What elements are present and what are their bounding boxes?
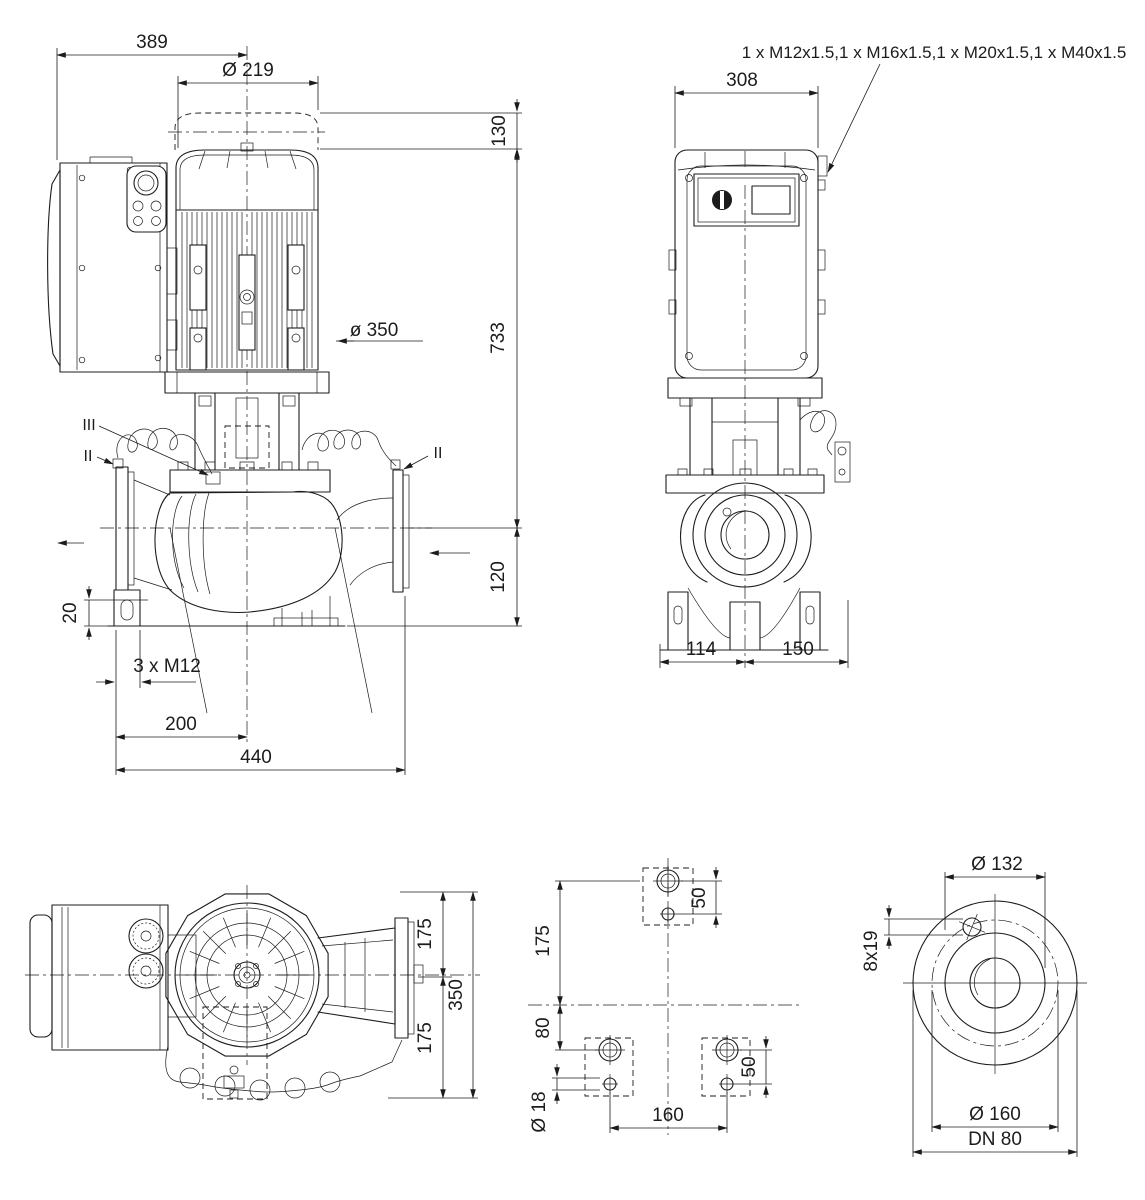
dim-120: 120 bbox=[488, 561, 509, 593]
dim-308: 308 bbox=[726, 70, 758, 91]
front-view: 1 x M12x1.5,1 x M16x1.5,1 x M20x1.5,1 x … bbox=[659, 43, 1127, 668]
sensor-coils-side bbox=[112, 428, 401, 485]
foundation-pad-top bbox=[642, 866, 694, 926]
flange-dimensions: Ø 132 8x19 Ø 160 DN 80 bbox=[861, 854, 1078, 1157]
dim-foot-thread: 3 x M12 bbox=[133, 656, 201, 677]
electronics-module-side bbox=[47, 156, 178, 373]
dim-160: 160 bbox=[652, 1105, 684, 1126]
dim-440: 440 bbox=[240, 747, 272, 768]
electronics-module-top bbox=[29, 904, 197, 1051]
dim-114: 114 bbox=[686, 639, 717, 660]
dim-175-top: 175 bbox=[415, 918, 436, 950]
motor-front bbox=[667, 377, 851, 483]
top-view: 175 175 350 bbox=[25, 885, 480, 1101]
flange-outer bbox=[912, 900, 1078, 1066]
label-III: III bbox=[82, 417, 95, 434]
pump-top-plate bbox=[169, 469, 331, 493]
dim-175-foundation: 175 bbox=[533, 925, 554, 957]
dim-350: 350 bbox=[446, 979, 467, 1011]
foundation-pad-right bbox=[701, 1035, 751, 1097]
dim-130: 130 bbox=[489, 115, 510, 147]
display-window bbox=[751, 185, 791, 215]
dim-200: 200 bbox=[165, 714, 197, 735]
cable-gland bbox=[817, 155, 828, 177]
dim-motor-diameter: Ø 219 bbox=[222, 60, 274, 81]
foundation-dimensions: 175 80 Ø 18 50 50 160 bbox=[529, 867, 772, 1133]
section-labels: III II II bbox=[82, 417, 443, 476]
dim-733: 733 bbox=[488, 322, 509, 354]
dim-150: 150 bbox=[782, 639, 814, 660]
label-II-right: II bbox=[434, 445, 443, 462]
fan-grille bbox=[185, 913, 309, 1037]
larger-motor-outline bbox=[174, 112, 319, 150]
suction-nozzle-top bbox=[317, 917, 424, 1039]
lantern-section bbox=[169, 392, 331, 493]
electronics-module-front bbox=[668, 149, 828, 379]
dim-20: 20 bbox=[60, 602, 81, 623]
display-panel bbox=[693, 173, 800, 227]
side-view-dimensions: 389 Ø 219 130 733 120 ø 350 20 3 bbox=[56, 32, 522, 775]
dim-hub-diameter: Ø 132 bbox=[971, 854, 1023, 875]
dim-nominal: DN 80 bbox=[968, 1129, 1022, 1150]
motor-flange bbox=[164, 371, 330, 394]
bolt-hole bbox=[958, 913, 986, 941]
flange-front-outer bbox=[692, 482, 798, 588]
dim-bolt-holes: 8x19 bbox=[861, 930, 882, 971]
top-view-dimensions: 175 175 350 bbox=[388, 891, 478, 1099]
dim-50-top: 50 bbox=[689, 887, 710, 908]
side-view: III II II 389 Ø 219 130 733 120 ø 350 bbox=[47, 32, 522, 775]
dim-bolt-circle: Ø 160 bbox=[969, 1104, 1021, 1125]
pump-front bbox=[659, 468, 829, 651]
capillary-coil-top bbox=[165, 1006, 403, 1101]
flange-view: Ø 132 8x19 Ø 160 DN 80 bbox=[861, 854, 1087, 1157]
foundation-pad-left bbox=[584, 1035, 634, 1097]
pump-foot bbox=[113, 589, 141, 627]
seal-access-dashed bbox=[224, 425, 270, 469]
dim-50-bottom: 50 bbox=[739, 1056, 760, 1077]
control-knobs bbox=[126, 165, 167, 233]
motor-fan-top bbox=[165, 893, 329, 1057]
discharge-flange bbox=[115, 466, 129, 591]
dim-389: 389 bbox=[136, 32, 168, 53]
foundation-view: 175 80 Ø 18 50 50 160 bbox=[528, 858, 800, 1135]
dim-clearance: ø 350 bbox=[350, 320, 399, 341]
front-view-dimensions: 1 x M12x1.5,1 x M16x1.5,1 x M20x1.5,1 x … bbox=[659, 43, 1127, 668]
suction-flange bbox=[392, 469, 404, 593]
dim-hole-diameter: Ø 18 bbox=[529, 1091, 550, 1132]
motor-side bbox=[164, 112, 330, 394]
sensor-bracket bbox=[834, 441, 851, 483]
label-II-left: II bbox=[84, 448, 93, 465]
dim-80: 80 bbox=[533, 1017, 554, 1038]
bolt-circle bbox=[931, 919, 1059, 1047]
callout-cable-glands: 1 x M12x1.5,1 x M16x1.5,1 x M20x1.5,1 x … bbox=[742, 43, 1127, 62]
dim-175-bottom: 175 bbox=[415, 1022, 436, 1054]
